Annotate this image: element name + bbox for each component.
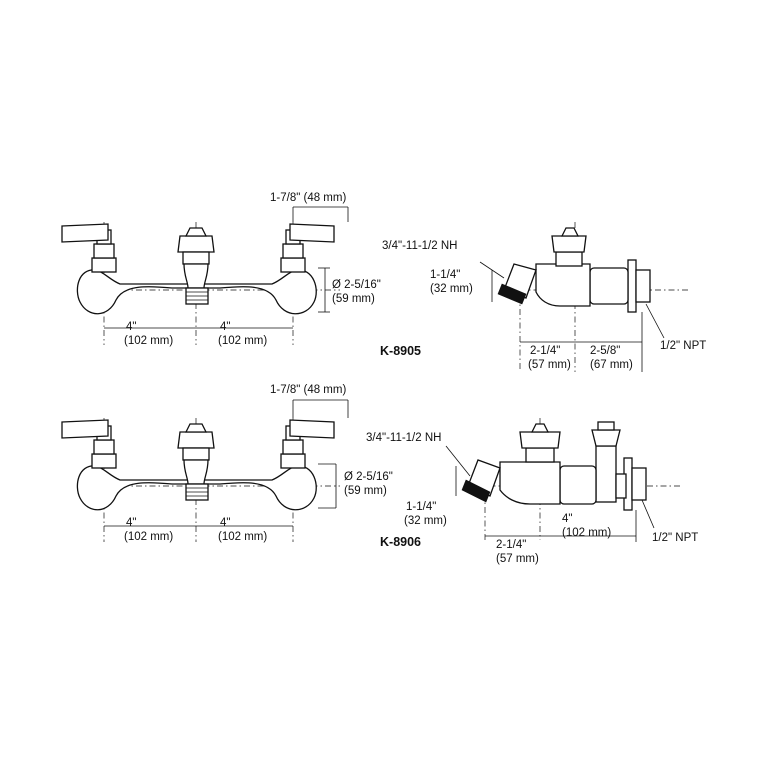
depth-b-label: 2-5/8"	[590, 345, 620, 357]
leader-line	[641, 499, 655, 529]
diameter-mm-label: (59 mm)	[332, 293, 375, 305]
depth-b-mm-label: (102 mm)	[562, 527, 611, 539]
center-handle-top	[184, 423, 208, 433]
union-nut	[589, 267, 629, 305]
inlet-label: 1/2" NPT	[660, 340, 706, 352]
center-spout	[183, 459, 209, 485]
left-valve-stem	[93, 243, 115, 259]
leader-line	[645, 303, 665, 339]
wall-flange	[627, 259, 637, 313]
front-view-k8905: 1-7/8" (48 mm) Ø 2-5/16" (59 mm) 4" (102…	[61, 192, 381, 347]
left-valve-stem	[93, 439, 115, 455]
depth-a-label: 2-1/4"	[496, 539, 526, 551]
elbow-outlet	[615, 473, 627, 499]
left-valve-nut	[91, 257, 117, 273]
inlet-nipple	[635, 269, 651, 303]
hose-drop-label: 1-1/4"	[406, 501, 436, 513]
left-span-mm-label: (102 mm)	[124, 531, 173, 543]
center-handle	[177, 431, 215, 449]
left-span-mm-label: (102 mm)	[124, 335, 173, 347]
depth-a-mm-label: (57 mm)	[528, 359, 571, 371]
spout-offset-label: 1-7/8" (48 mm)	[270, 384, 346, 396]
vacuum-breaker	[591, 429, 621, 447]
hose-thread-label: 3/4"-11-1/2 NH	[382, 240, 457, 252]
valve-body	[499, 461, 561, 505]
inlet-nipple	[631, 467, 647, 501]
inlet-label: 1/2" NPT	[652, 532, 698, 544]
center-bonnet	[182, 251, 210, 265]
faucet-body	[76, 269, 317, 315]
center-spout	[183, 263, 209, 289]
right-span-mm-label: (102 mm)	[218, 531, 267, 543]
depth-a-label: 2-1/4"	[530, 345, 560, 357]
side-view-k8905: 3/4"-11-1/2 NH 1-1/4" (32 mm) 2-1/4" (57…	[382, 222, 706, 372]
right-lever-handle	[289, 419, 335, 439]
hose-drop-mm-label: (32 mm)	[430, 283, 473, 295]
depth-b-label: 4"	[562, 513, 572, 525]
left-valve-nut	[91, 453, 117, 469]
front-view-k8906: 1-7/8" (48 mm) Ø 2-5/16" (59 mm) 4" (102…	[61, 384, 393, 543]
elbow-riser	[595, 445, 617, 503]
right-span-mm-label: (102 mm)	[218, 335, 267, 347]
diameter-mm-label: (59 mm)	[344, 485, 387, 497]
center-handle-top	[184, 227, 208, 237]
handle	[519, 431, 561, 449]
model-label-k8906: K-8906	[380, 535, 421, 549]
handle-top	[560, 227, 580, 237]
bonnet	[525, 447, 555, 463]
depth-b-mm-label: (67 mm)	[590, 359, 633, 371]
vacuum-breaker-cap	[597, 421, 615, 431]
handle-top	[530, 423, 550, 433]
handle	[551, 235, 587, 253]
faucet-body	[76, 465, 317, 511]
leader-line	[445, 445, 471, 477]
diameter-label: Ø 2-5/16"	[344, 471, 393, 483]
right-valve-stem	[282, 243, 304, 259]
valve-body	[535, 263, 591, 307]
left-span-label: 4"	[126, 321, 136, 333]
hose-drop-label: 1-1/4"	[430, 269, 460, 281]
left-lever-handle	[61, 223, 109, 243]
depth-a-mm-label: (57 mm)	[496, 553, 539, 565]
center-bonnet	[182, 447, 210, 461]
right-span-label: 4"	[220, 321, 230, 333]
right-lever-handle	[289, 223, 335, 243]
hose-thread	[461, 479, 491, 503]
right-valve-stem	[282, 439, 304, 455]
left-lever-handle	[61, 419, 109, 439]
spout-offset-label: 1-7/8" (48 mm)	[270, 192, 346, 204]
model-label-k8905: K-8905	[380, 344, 421, 358]
hose-thread	[497, 283, 527, 305]
hose-thread-label: 3/4"-11-1/2 NH	[366, 432, 441, 444]
right-valve-nut	[280, 453, 306, 469]
diameter-label: Ø 2-5/16"	[332, 279, 381, 291]
right-valve-nut	[280, 257, 306, 273]
center-handle	[177, 235, 215, 253]
side-view-k8906: 3/4"-11-1/2 NH 1-1/4" (32 mm) 2-1/4" (57…	[366, 418, 698, 565]
union-nut	[559, 465, 597, 505]
left-span-label: 4"	[126, 517, 136, 529]
hose-drop-mm-label: (32 mm)	[404, 515, 447, 527]
bonnet	[555, 251, 583, 267]
right-span-label: 4"	[220, 517, 230, 529]
